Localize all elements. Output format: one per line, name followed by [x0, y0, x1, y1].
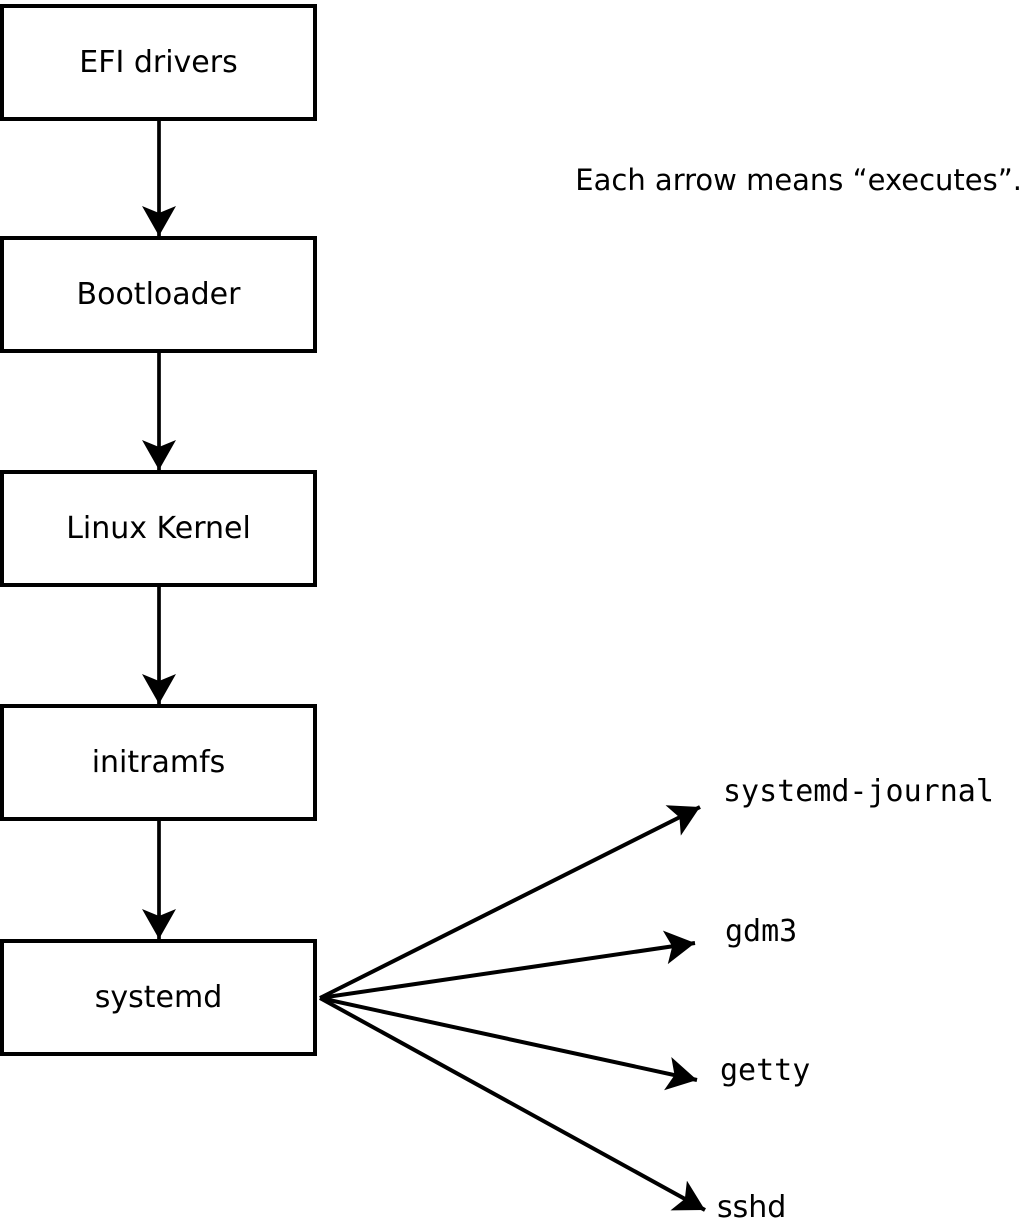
- node-initramfs-label: initramfs: [91, 744, 226, 780]
- arrow-systemd-to-sshd: [319, 996, 706, 1212]
- label-systemd-journal: systemd-journal: [723, 774, 994, 809]
- label-gdm3: gdm3: [725, 914, 798, 949]
- node-initramfs: initramfs: [0, 704, 317, 821]
- node-systemd-label: systemd: [94, 979, 223, 1015]
- label-getty: getty: [720, 1053, 811, 1088]
- node-bootloader-label: Bootloader: [76, 276, 241, 312]
- node-bootloader: Bootloader: [0, 236, 317, 353]
- node-linux-kernel-label: Linux Kernel: [66, 510, 251, 546]
- arrow-systemd-to-journal: [319, 805, 701, 1000]
- arrow-meaning-caption: Each arrow means “executes”.: [575, 163, 1022, 197]
- arrow-systemd-to-gdm3: [319, 930, 696, 1000]
- node-efi-drivers: EFI drivers: [0, 4, 317, 121]
- node-systemd: systemd: [0, 939, 317, 1056]
- node-linux-kernel: Linux Kernel: [0, 470, 317, 587]
- node-efi-drivers-label: EFI drivers: [79, 44, 238, 80]
- label-sshd: sshd: [717, 1190, 787, 1225]
- arrow-systemd-to-getty: [319, 996, 698, 1091]
